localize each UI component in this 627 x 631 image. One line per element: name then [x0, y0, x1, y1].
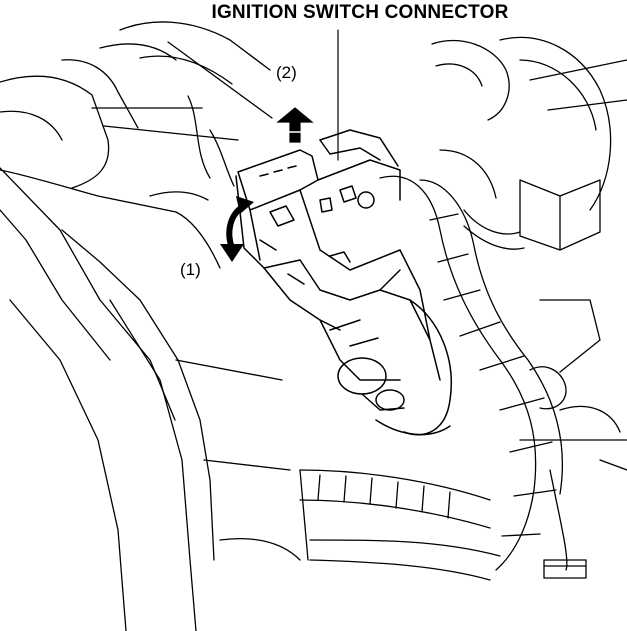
release-arrow-icon [220, 196, 254, 262]
steering-column-parts [431, 36, 627, 471]
diagram-title: IGNITION SWITCH CONNECTOR [211, 2, 509, 23]
wire-harness [299, 175, 587, 581]
arrow-up-icon [276, 107, 314, 143]
dashboard-outline [0, 21, 273, 421]
callout-step-2: (2) [276, 63, 297, 82]
callout-step-1: (1) [180, 260, 201, 279]
lower-panel-outline [9, 229, 309, 631]
ignition-switch-connector-body [235, 129, 452, 436]
